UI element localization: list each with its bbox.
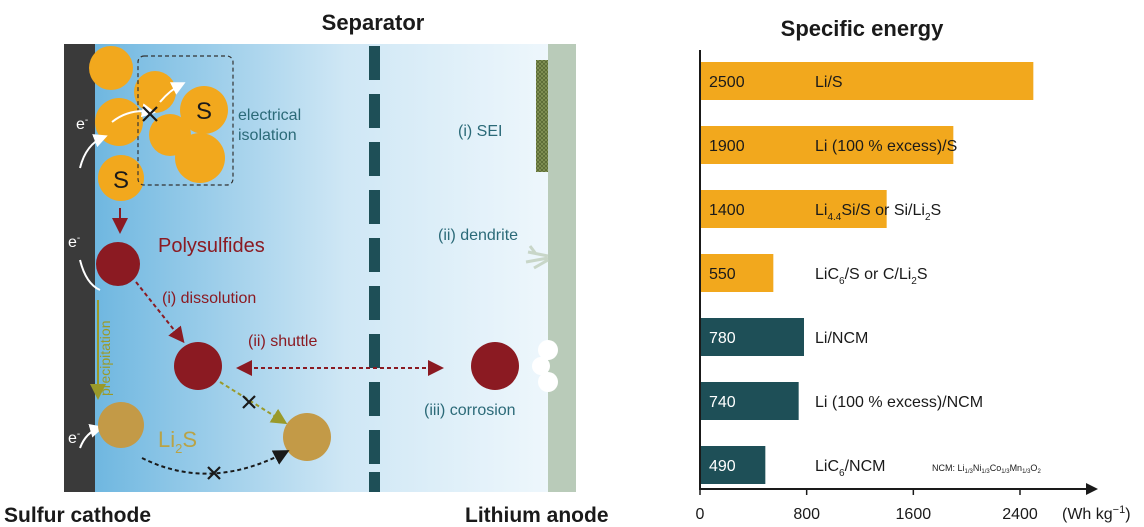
sulfur-particle: [175, 133, 225, 183]
bar-value-label: 1400: [709, 202, 745, 219]
sulfur-label: S: [113, 167, 129, 194]
electron-arrow: [79, 134, 108, 169]
bar-value-label: 780: [709, 330, 736, 347]
polysulfide-particle: [174, 342, 222, 390]
dendrite: [525, 245, 549, 270]
svg-text:e-: e-: [68, 429, 80, 447]
svg-text:e-: e-: [68, 233, 80, 251]
blocked-cross: [242, 395, 256, 409]
sulfur-label: S: [196, 98, 212, 125]
x-axis-arrowhead: [1086, 483, 1098, 495]
sulfur-particle: [95, 98, 143, 146]
bar: [700, 446, 766, 484]
bar: [700, 62, 1034, 100]
bar-category-label: Li/S: [815, 74, 843, 91]
bar-group: 2500 Li/S 1900 Li (100 % excess)/S 1400 Li4.4…: [700, 62, 1034, 484]
blocked-cross: [142, 106, 158, 122]
sulfur-particle: [180, 86, 228, 134]
anode-label: Lithium anode: [465, 504, 609, 527]
li2s-particle: [283, 413, 331, 461]
lithium-anode: [548, 44, 576, 492]
bar-value-label: 490: [709, 458, 736, 475]
electron-arrow: [79, 259, 101, 291]
electrical-isolation-box: [137, 55, 234, 186]
sulfur-particle: [89, 46, 133, 90]
electrical-isolation-label: isolation: [238, 127, 297, 144]
bar: [700, 126, 954, 164]
bar-category-label: LiC6/NCM: [815, 458, 885, 479]
bar-value-label: 550: [709, 266, 736, 283]
chart-title: Specific energy: [781, 16, 944, 41]
blocked-cross: [207, 466, 221, 480]
cathode-current-collector: [64, 44, 95, 492]
separator-line: [369, 46, 380, 492]
sulfur-particle: [134, 71, 176, 113]
bar-category-label: Li4.4Si/S or Si/Li2S: [815, 202, 941, 223]
x-tick-label: 1600: [896, 506, 932, 523]
li2s-label: Li2S: [158, 427, 197, 456]
corrosion-deposit: [532, 340, 558, 392]
cathode-label: Sulfur cathode: [4, 504, 151, 527]
electrical-isolation-label: electrical: [238, 107, 301, 124]
svg-text:e-: e-: [76, 115, 88, 133]
li2s-particle: [98, 402, 144, 448]
bar: [700, 190, 887, 228]
specific-energy-chart: Specific energy 2500 Li/S 1900 Li (100 % ex…: [696, 16, 1131, 523]
footnote: NCM: Li1/3Ni1/3Co1/3Mn1/3O2: [932, 463, 1041, 475]
polysulfides-label: Polysulfides: [158, 235, 265, 257]
electron-marker: e-: [68, 233, 80, 251]
sulfur-particles: [89, 46, 228, 201]
x-axis-label: (Wh kg−1): [1062, 504, 1131, 523]
polysulfide-particle: [471, 342, 519, 390]
shuttle-label: (ii) shuttle: [248, 333, 317, 350]
x-tick-label: 800: [793, 506, 820, 523]
conversion-arrow: [219, 381, 288, 425]
bar: [700, 318, 804, 356]
bar-category-label: Li/NCM: [815, 330, 868, 347]
conversion-arrow: [141, 450, 290, 475]
dissolution-arrow: [135, 281, 185, 344]
battery-diagram: Separator S S electrical isolation e- e-…: [4, 10, 609, 527]
bar-value-label: 1900: [709, 138, 745, 155]
corrosion-label: (iii) corrosion: [424, 402, 516, 419]
electron-marker: e-: [68, 429, 80, 447]
electron-arrow: [159, 82, 186, 103]
bar-category-label: LiC6/S or C/Li2S: [815, 266, 928, 287]
bar-value-label: 740: [709, 394, 736, 411]
bar: [700, 254, 774, 292]
x-tick-label: 2400: [1002, 506, 1038, 523]
bar-category-label: Li (100 % excess)/NCM: [815, 394, 983, 411]
dendrite-label: (ii) dendrite: [438, 227, 518, 244]
x-ticks: 0 800 1600 2400: [696, 489, 1038, 523]
polysulfide-particle: [96, 242, 140, 286]
sulfur-particle: [98, 155, 144, 201]
bar-value-label: 2500: [709, 74, 745, 91]
sei-label: (i) SEI: [458, 123, 502, 140]
sei-layer: [536, 60, 548, 172]
x-tick-label: 0: [696, 506, 705, 523]
electron-marker: e-: [76, 115, 88, 133]
bar: [700, 382, 799, 420]
precipitation-label: precipitation: [97, 321, 113, 397]
electron-arrow: [79, 424, 104, 449]
bar-category-label: Li (100 % excess)/S: [815, 138, 957, 155]
dissolution-label: (i) dissolution: [162, 290, 256, 307]
separator-title: Separator: [322, 10, 425, 35]
